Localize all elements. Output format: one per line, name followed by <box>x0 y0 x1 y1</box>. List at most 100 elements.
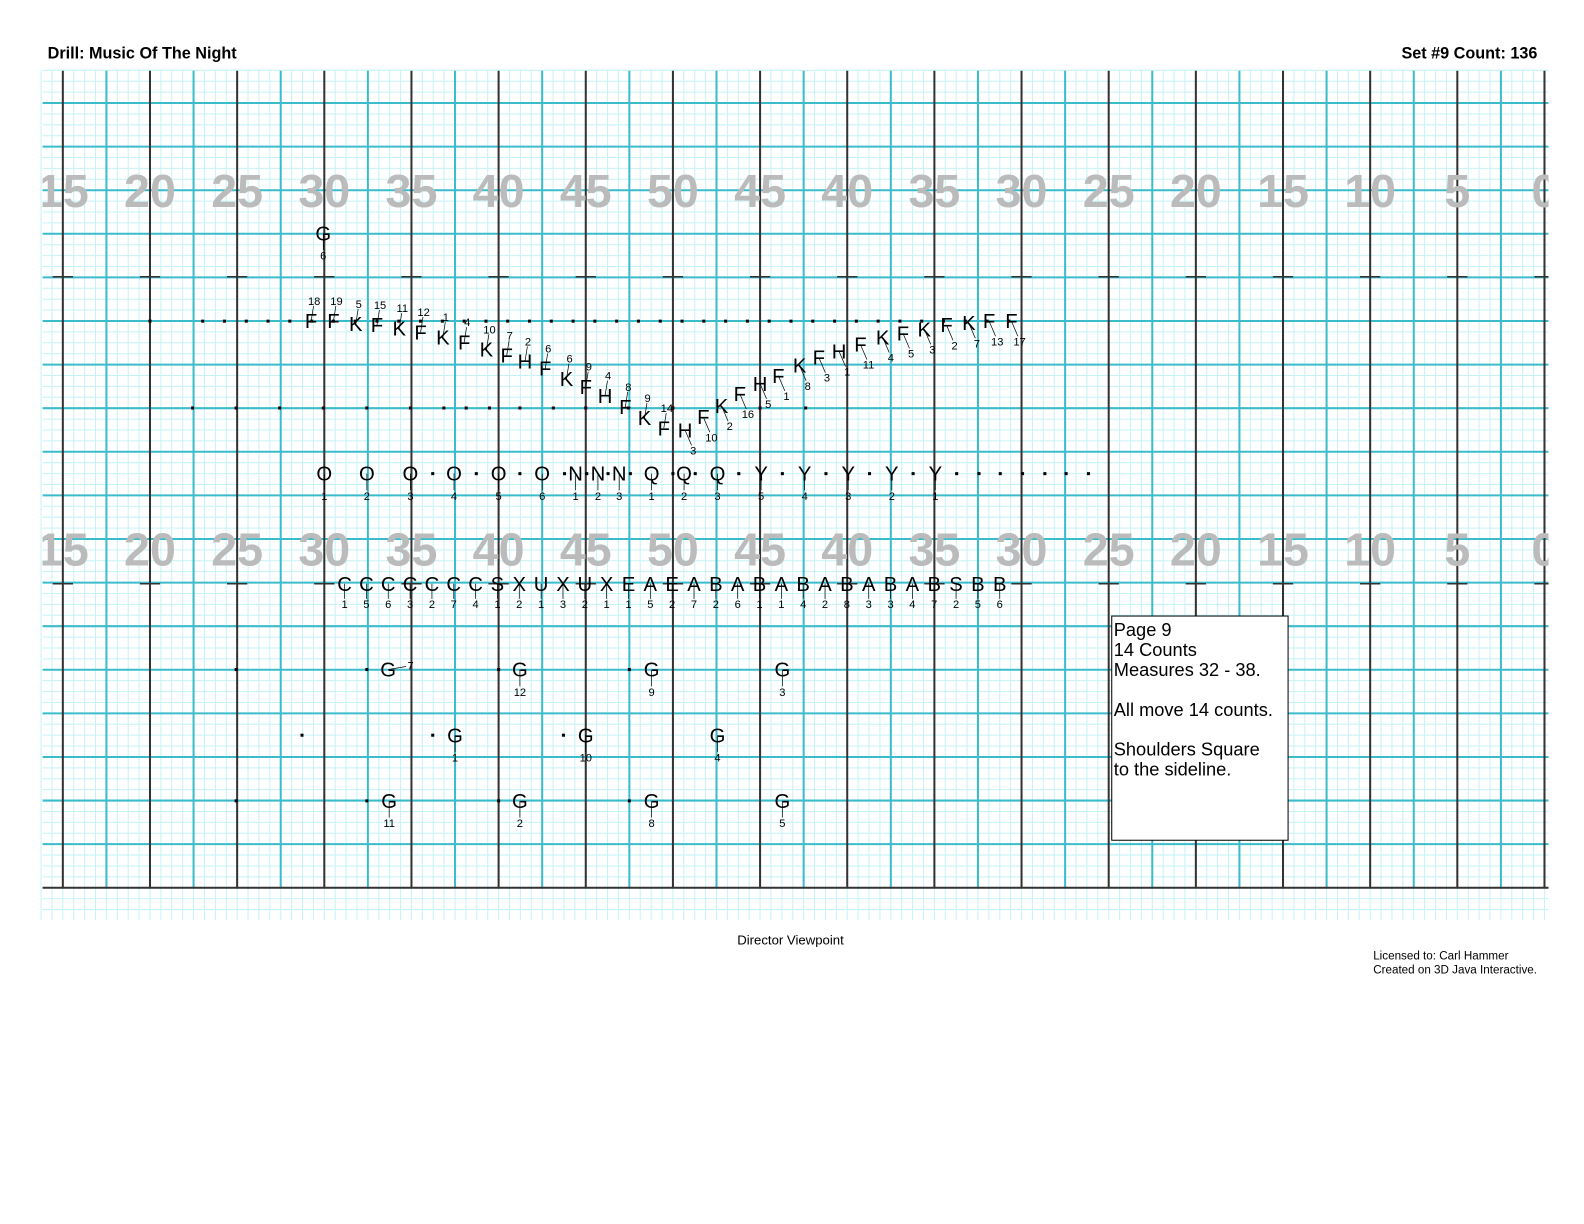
performer-letter: A <box>775 574 789 596</box>
marker-dot <box>518 406 522 410</box>
arc-performer: F1 <box>772 366 789 403</box>
performer-letter: N <box>612 464 627 486</box>
performer-number: 3 <box>866 599 872 611</box>
performer-number: 2 <box>517 818 523 830</box>
marker-dot <box>593 319 597 323</box>
performer-letter: Q <box>644 464 660 486</box>
marker-dot <box>824 472 828 476</box>
marker-dot <box>288 319 292 323</box>
front-performer: X1 <box>600 574 614 611</box>
marker-dot <box>636 319 640 323</box>
performer-letter: A <box>644 574 658 596</box>
arc-performer: F14 <box>658 403 673 440</box>
front-performer: A6 <box>731 574 745 611</box>
yard-number: 5 <box>1444 165 1470 217</box>
guard-performer: G11 <box>381 791 397 830</box>
performer-letter: S <box>949 574 963 596</box>
performer-number: 4 <box>909 599 915 611</box>
performer-number: 1 <box>443 312 449 324</box>
yard-number: 15 <box>1257 524 1309 576</box>
arc-performer: F11 <box>854 334 874 371</box>
performer-number: 2 <box>525 336 531 348</box>
marker-dot <box>462 319 466 323</box>
performer-number: 18 <box>308 296 320 308</box>
front-performer: A7 <box>687 574 701 611</box>
yard-number: 25 <box>211 165 263 217</box>
performer-number: 3 <box>616 491 622 503</box>
performer-number: 6 <box>735 599 741 611</box>
performer-letter: G <box>644 791 660 813</box>
performer-letter: G <box>644 660 660 682</box>
arc-performer: K2 <box>715 396 733 433</box>
yard-number: 35 <box>386 165 438 217</box>
yard-number: 10 <box>1344 165 1396 217</box>
performer-letter: O <box>316 464 332 486</box>
leader-line <box>902 333 910 349</box>
performer-number: 1 <box>604 599 610 611</box>
yard-number: 20 <box>124 165 176 217</box>
yard-number: 40 <box>821 524 873 576</box>
marker-dot <box>549 319 553 323</box>
leader-line <box>442 322 446 338</box>
arc-performer: H4 <box>598 371 613 408</box>
marker-dot <box>561 733 565 737</box>
arc-performer: F2 <box>940 315 957 352</box>
front-performer: B7 <box>927 574 941 611</box>
performer-letter: C <box>403 574 418 596</box>
yard-number: 25 <box>1083 165 1135 217</box>
leader-line <box>777 375 786 391</box>
performer-letter: B <box>884 574 898 596</box>
marker-dot <box>658 319 662 323</box>
leader-line <box>702 416 711 433</box>
performer-number: 7 <box>691 599 697 611</box>
arc-performer: F7 <box>501 330 513 367</box>
performer-number: 6 <box>997 599 1003 611</box>
marker-dot <box>551 406 555 410</box>
performer-letter: K <box>793 356 807 378</box>
arc-performer: F15 <box>371 300 386 337</box>
performer-number: 5 <box>908 349 914 361</box>
marker-dot <box>365 668 369 672</box>
yard-number: 30 <box>996 165 1048 217</box>
leader-line <box>310 305 314 322</box>
performer-letter: C <box>359 574 374 596</box>
leader-line <box>463 327 467 343</box>
arc-performer: H2 <box>518 336 533 373</box>
performer-number: 1 <box>783 391 789 403</box>
performers: F18F19K5F15K11F12K1F4K10F7H2F6K6F9H4F8K9… <box>305 223 1026 830</box>
performer-letter: Y <box>841 464 855 486</box>
leader-line <box>624 391 629 408</box>
performer-number: 5 <box>356 299 362 311</box>
performer-number: 2 <box>595 491 601 503</box>
performer-number: 3 <box>824 373 830 385</box>
performer-number: 7 <box>931 599 937 611</box>
yard-number: 35 <box>386 524 438 576</box>
performer-letter: K <box>436 327 450 349</box>
performer-letter: U <box>534 574 549 596</box>
arc-performer: F13 <box>983 311 1003 348</box>
leader-line <box>946 325 954 341</box>
leader-line <box>486 334 490 350</box>
leader-line <box>721 405 729 422</box>
performer-letter: O <box>491 464 507 486</box>
yard-number: 20 <box>1170 524 1222 576</box>
yard-number: 45 <box>560 524 612 576</box>
performer-letter: X <box>513 574 527 596</box>
arc-performer: K1 <box>436 312 450 349</box>
performer-letter: G <box>578 725 594 747</box>
performer-number: 6 <box>385 599 391 611</box>
marker-dot <box>854 319 858 323</box>
performer-letter: N <box>568 464 583 486</box>
arc-performer: F5 <box>897 323 914 360</box>
performer-number: 3 <box>887 599 893 611</box>
performer-letter: F <box>734 384 746 406</box>
performer-number: 6 <box>566 354 572 366</box>
yard-number: 50 <box>647 165 699 217</box>
front-performer: C5 <box>359 574 374 611</box>
performer-number: 5 <box>647 599 653 611</box>
performer-letter: C <box>381 574 396 596</box>
marker-dot <box>234 668 238 672</box>
performer-number: 9 <box>586 362 592 374</box>
performer-number: 10 <box>483 324 495 336</box>
